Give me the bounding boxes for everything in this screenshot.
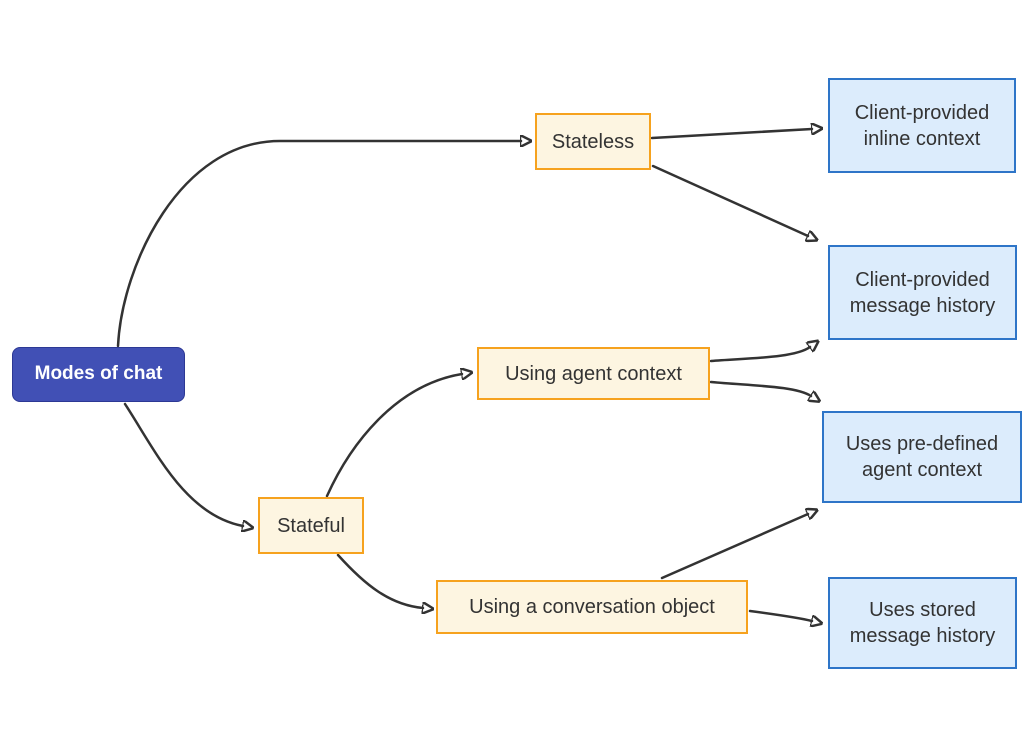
edge-stateful-to-using-conversation-object — [336, 553, 423, 608]
node-using-agent-context-label: Using agent context — [505, 362, 682, 385]
edge-stateless-to-client-message-history — [651, 164, 808, 236]
node-stateless-label: Stateless — [551, 130, 635, 153]
edge-using-conversation-object-to-stored-message-history — [748, 609, 812, 621]
node-uses-stored-message-history-label: Uses stored message history — [849, 599, 996, 647]
edge-modes-of-chat-to-stateful — [123, 402, 243, 526]
node-using-agent-context: Using agent context — [477, 347, 710, 400]
edge-stateful-to-using-agent-context — [325, 374, 462, 498]
node-uses-stored-message-history: Uses stored message history — [828, 577, 1017, 669]
node-stateful: Stateful — [258, 497, 364, 554]
node-client-provided-message-history-label: Client-provided message history — [849, 268, 996, 317]
edge-stateless-to-client-inline-context — [650, 129, 812, 140]
node-stateless: Stateless — [535, 113, 651, 170]
node-uses-predefined-agent-context-label: Uses pre-defined agent context — [845, 433, 999, 481]
node-client-provided-inline-context-label: Client-provided inline context — [854, 101, 990, 150]
node-modes-of-chat-label: Modes of chat — [34, 363, 163, 385]
node-client-provided-inline-context: Client-provided inline context — [828, 78, 1016, 173]
edge-modes-of-chat-to-stateless — [116, 141, 521, 348]
node-uses-predefined-agent-context: Uses pre-defined agent context — [822, 411, 1022, 503]
edge-using-agent-context-to-client-message-history — [709, 347, 810, 363]
node-using-conversation-object-label: Using a conversation object — [469, 596, 715, 618]
node-using-conversation-object: Using a conversation object — [436, 580, 748, 634]
edge-using-conversation-object-to-predefined-agent-context — [660, 514, 808, 580]
edge-using-agent-context-to-predefined-agent-context — [709, 380, 811, 396]
node-modes-of-chat: Modes of chat — [12, 347, 185, 402]
node-client-provided-message-history: Client-provided message history — [828, 245, 1017, 340]
node-stateful-label: Stateful — [277, 514, 345, 537]
